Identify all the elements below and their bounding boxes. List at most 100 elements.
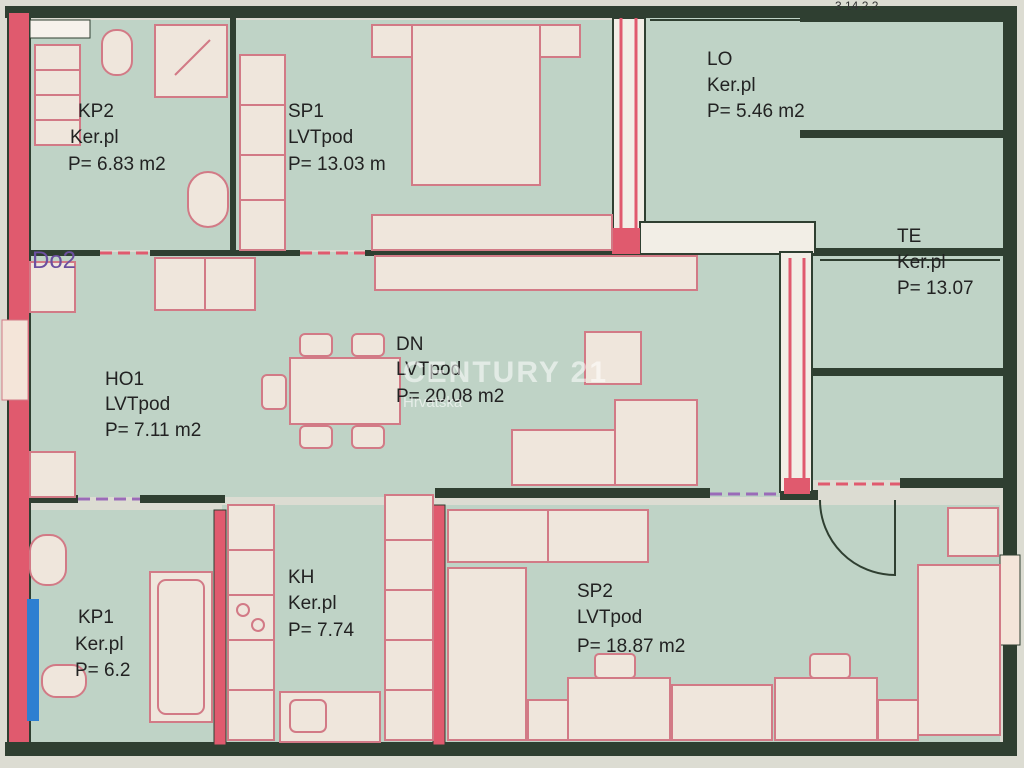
lo-partition-1	[800, 130, 1005, 138]
room-floor: LVTpod	[105, 394, 170, 415]
sp2-bench	[671, 684, 773, 741]
dn-chair-3	[299, 425, 333, 449]
wall-kh-sp2	[432, 504, 446, 746]
watermark: CENTURY 21 Hrvatska	[403, 356, 608, 411]
watermark-sub: Hrvatska	[403, 394, 463, 411]
room-code: SP1	[288, 101, 324, 122]
room-code: KP1	[78, 607, 114, 628]
dn-kitchen-counter	[374, 255, 698, 291]
room-code: HO1	[105, 369, 144, 390]
sp2-bed-2	[774, 677, 878, 741]
watermark-brand: CENTURY 21	[403, 356, 608, 389]
sp2-nightstand-1	[527, 699, 569, 741]
room-code: LO	[707, 49, 732, 70]
room-label-te: TE Ker.pl P= 13.07	[897, 226, 974, 299]
room-area: P= 13.07	[897, 278, 974, 299]
room-label-kp1: KP1 Ker.pl P= 6.2	[75, 607, 130, 681]
sp1-desk	[371, 214, 613, 251]
dn-chair-4	[351, 425, 385, 449]
room-area: P= 20.08 m2	[396, 386, 504, 407]
dn-chair-2	[351, 333, 385, 357]
south-wall	[5, 742, 1017, 756]
room-code: KP2	[78, 101, 114, 122]
kh-fixtures	[227, 494, 434, 743]
lo-te-fixtures	[650, 19, 1000, 261]
lo-partition-top	[800, 14, 1005, 22]
room-floor: LVTpod	[577, 607, 642, 628]
room-label-lo: LO Ker.pl P= 5.46 m2	[707, 49, 805, 122]
ho1-cabinet-top	[29, 261, 76, 313]
room-area: P= 7.11 m2	[105, 420, 201, 441]
sp2-nightstand-2	[877, 699, 919, 741]
wall-dn-te	[779, 251, 813, 493]
dn-sofa-chaise	[614, 399, 698, 486]
room-code: DN	[396, 334, 423, 355]
sp1-nightstand-left	[371, 24, 413, 58]
dn-chair-1	[299, 333, 333, 357]
ho1-cabinet-bottom	[29, 451, 76, 498]
room-floor: Ker.pl	[288, 593, 337, 614]
east-window	[999, 554, 1021, 646]
room-floor: Ker.pl	[75, 634, 124, 655]
door-swing-te	[819, 499, 896, 577]
wall-kp2-sp1	[230, 18, 236, 254]
kh-counter-left	[227, 504, 275, 741]
dn-chair-5	[261, 374, 287, 410]
kp2-fixtures	[34, 24, 229, 228]
kh-burner-1	[236, 603, 250, 617]
kh-burner-2	[251, 618, 265, 632]
wall-lo-te	[810, 248, 1005, 256]
kp1-window	[27, 599, 39, 721]
sp1-furniture	[239, 24, 613, 251]
west-window	[1, 319, 29, 401]
dn-side-table	[584, 331, 642, 385]
north-wall	[5, 6, 1017, 18]
north-window	[29, 19, 91, 39]
room-label-kp2: KP2 Ker.pl P= 6.83 m2	[68, 101, 166, 175]
room-code: KH	[288, 567, 314, 588]
room-label-sp1: SP1 LVTpod P= 13.03 m	[288, 101, 386, 175]
wall-corner-lo	[612, 228, 640, 254]
kp1-bathtub-inner	[157, 579, 205, 715]
room-area: P= 7.74	[288, 620, 354, 641]
wall-ho1-kp1-a	[30, 495, 78, 503]
kp2-sink	[187, 171, 229, 228]
wall-sp1-lo	[612, 17, 646, 255]
sp2-bed-side	[917, 564, 1001, 736]
wall-kp2-ho1-b	[150, 250, 300, 256]
sp2-bed-1	[567, 677, 671, 741]
sp2-pillow-2	[809, 653, 851, 679]
kp2-washer	[154, 24, 228, 98]
kp1-sink	[41, 664, 87, 698]
room-labels: KP2 Ker.pl P= 6.83 m2 SP1 LVTpod P= 13.0…	[68, 49, 974, 681]
top-dimension-note: 3.14 2.2	[835, 0, 879, 13]
room-area: P= 5.46 m2	[707, 101, 805, 122]
wall-dn-sp2	[435, 488, 710, 498]
kp1-toilet	[29, 534, 67, 586]
kh-counter-right	[384, 494, 434, 741]
door-openings	[78, 251, 900, 501]
sp2-pillow-1	[594, 653, 636, 679]
kh-sink	[289, 699, 327, 733]
wall-te-south	[900, 478, 1005, 488]
side-mark-label: Do2	[32, 247, 76, 274]
te-floor	[812, 250, 1007, 480]
outer-walls	[1, 6, 1021, 756]
hatched-walls	[213, 17, 816, 746]
room-area: P= 18.87 m2	[577, 636, 685, 657]
dn-furniture	[29, 255, 698, 498]
wall-corner-te	[784, 478, 810, 494]
kp1-fixtures	[27, 534, 213, 723]
sp2-shelf	[947, 507, 999, 557]
wall-kp2-ho1-a	[30, 250, 100, 256]
room-label-sp2: SP2 LVTpod P= 18.87 m2	[577, 581, 685, 657]
room-area: P= 13.03 m	[288, 154, 386, 175]
room-code: SP2	[577, 581, 613, 602]
room-floor: Ker.pl	[707, 75, 756, 96]
room-label-kh: KH Ker.pl P= 7.74	[288, 567, 354, 641]
kp2-washer-diagonal	[174, 39, 211, 76]
room-floor: Ker.pl	[897, 252, 946, 273]
interior-walls	[30, 14, 1005, 503]
room-area: P= 6.2	[75, 660, 130, 681]
